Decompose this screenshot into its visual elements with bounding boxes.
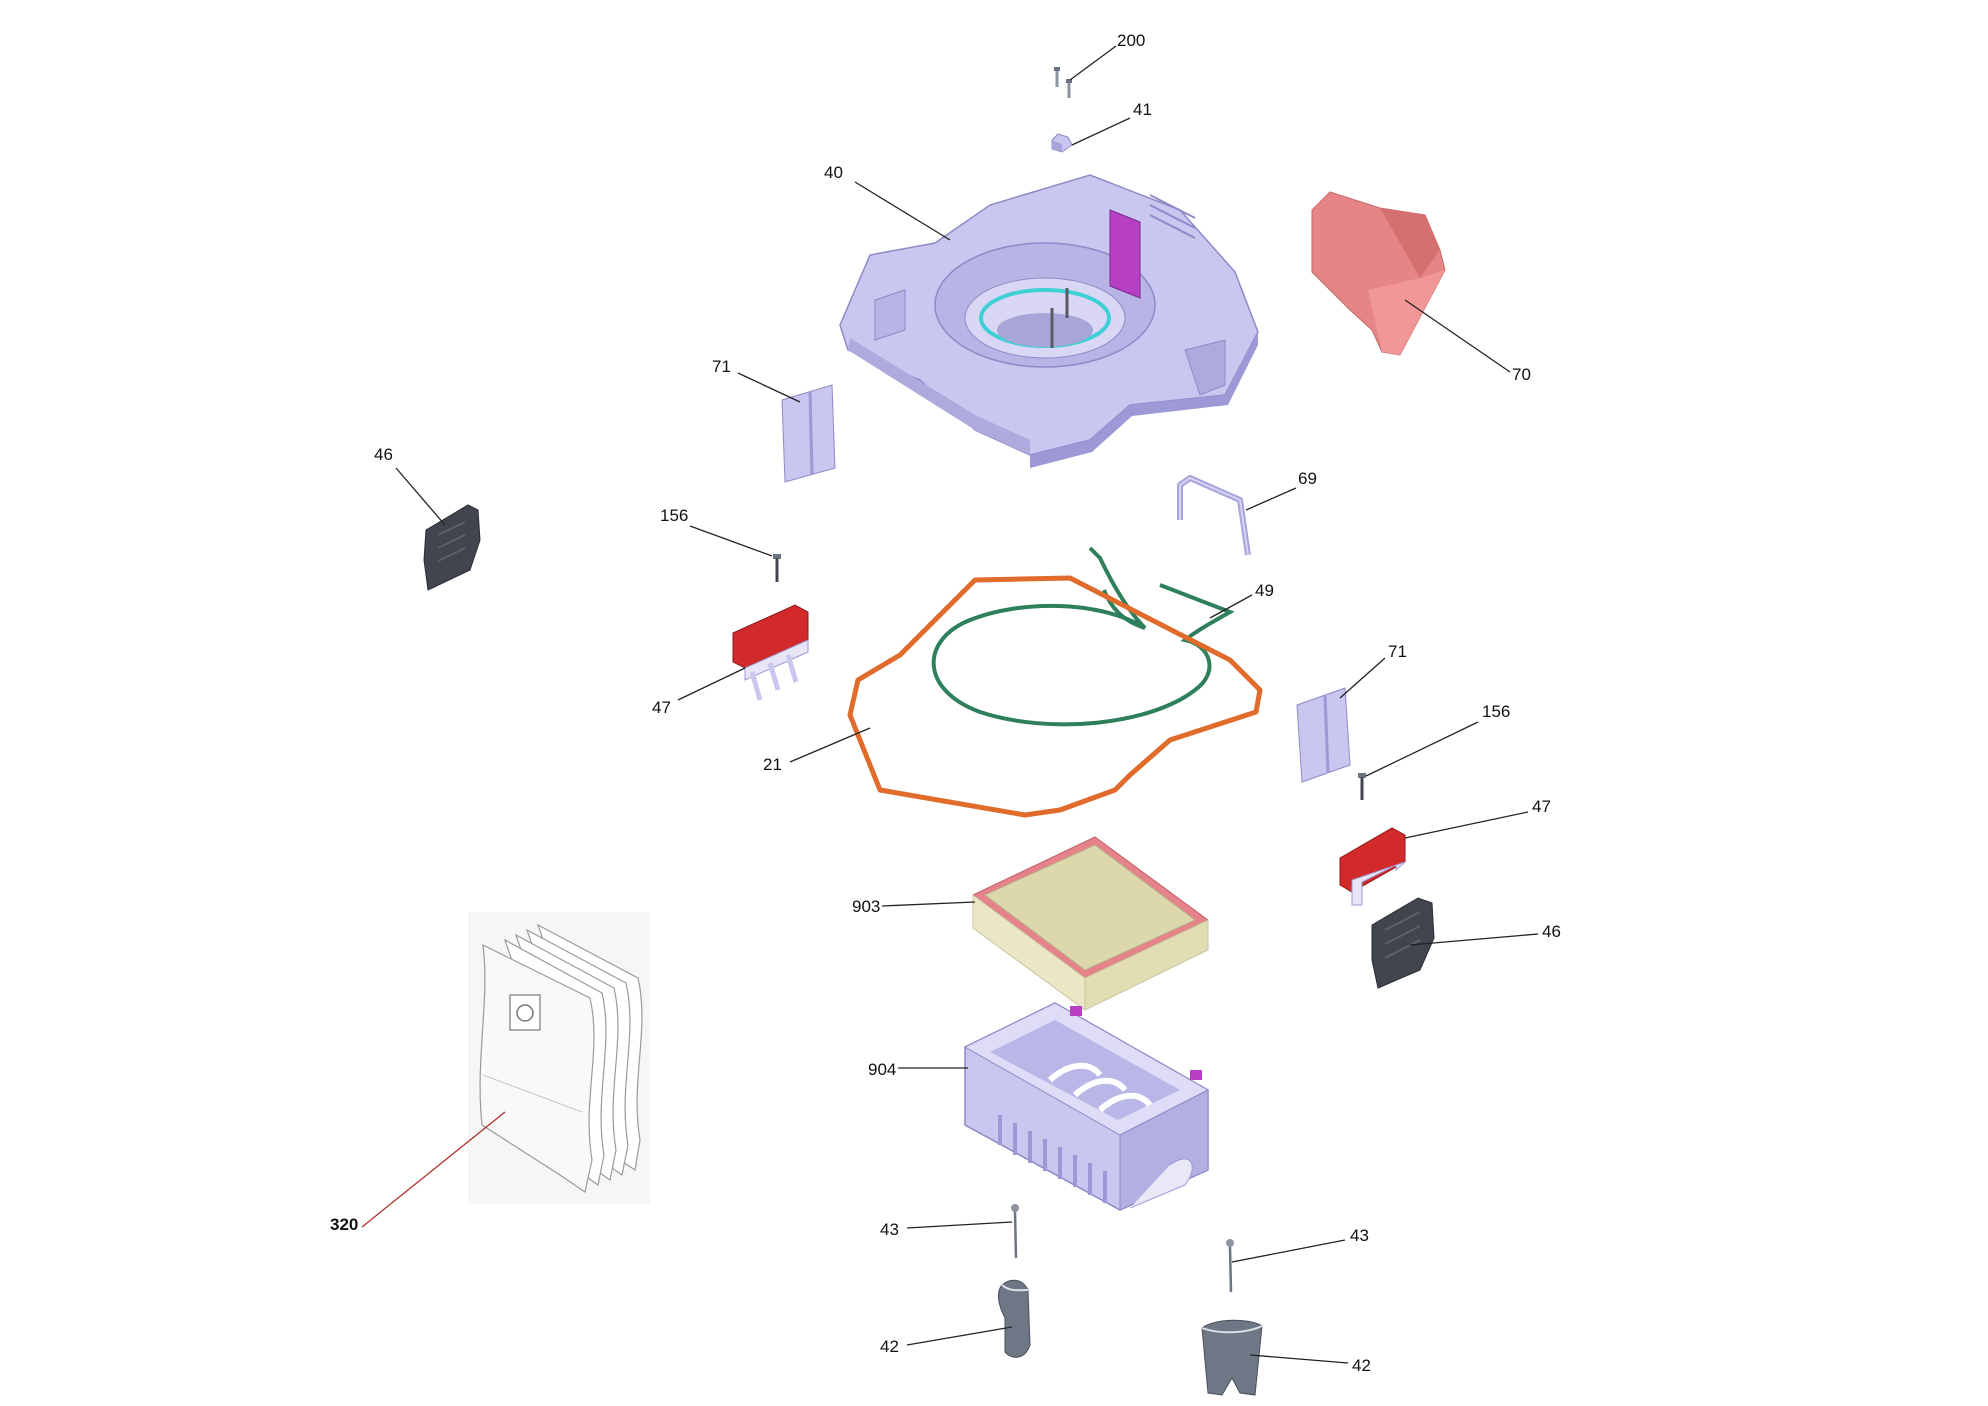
part-42-left-foot (997, 1279, 1031, 1358)
label-70: 70 (1512, 365, 1531, 384)
label-71-upper: 71 (712, 357, 731, 376)
part-156-lower-screw (1358, 773, 1366, 800)
leader-41 (1071, 117, 1131, 146)
leader-70 (1404, 299, 1511, 373)
label-47-lower: 47 (1532, 797, 1551, 816)
label-43-right: 43 (1350, 1226, 1369, 1245)
leader-43-left (906, 1221, 1013, 1229)
label-46-upper: 46 (374, 445, 393, 464)
leader-156-lower (1365, 721, 1479, 777)
leader-320 (361, 1111, 506, 1228)
leader-42-left (906, 1326, 1013, 1346)
label-49: 49 (1255, 581, 1274, 600)
label-42-left: 42 (880, 1337, 899, 1356)
part-70-foam (1311, 191, 1446, 356)
part-71-lower (1296, 687, 1351, 783)
part-46-upper (423, 504, 481, 591)
label-904: 904 (868, 1060, 896, 1079)
label-42-right: 42 (1352, 1356, 1371, 1375)
leader-43-right (1231, 1239, 1346, 1263)
part-904-basket (963, 1002, 1210, 1211)
leader-71-upper (737, 372, 801, 403)
label-69: 69 (1298, 469, 1317, 488)
part-41-clip (1051, 133, 1073, 153)
label-200: 200 (1117, 31, 1145, 50)
label-40: 40 (824, 163, 843, 182)
label-156-lower: 156 (1482, 702, 1510, 721)
label-41: 41 (1133, 100, 1152, 119)
leader-46-upper (395, 467, 446, 526)
part-200-screws (1054, 67, 1072, 98)
label-903: 903 (852, 897, 880, 916)
leader-903 (881, 901, 976, 907)
label-47-upper: 47 (652, 698, 671, 717)
leader-21 (789, 727, 871, 763)
label-71-lower: 71 (1388, 642, 1407, 661)
part-47-lower-bracket (1339, 827, 1406, 906)
leader-200 (1069, 45, 1117, 81)
part-69-bracket (1177, 475, 1251, 556)
part-47-upper-bracket (732, 604, 809, 701)
part-903-filter (972, 836, 1209, 1011)
leader-47-upper (677, 667, 746, 701)
leader-49 (1209, 594, 1253, 619)
part-21-orange-seal (847, 575, 1263, 818)
label-320: 320 (330, 1215, 358, 1234)
part-71-upper (781, 384, 836, 483)
part-320-dust-bags (468, 912, 650, 1204)
part-43-right-screw (1226, 1239, 1234, 1293)
leader-71-lower (1339, 657, 1386, 699)
part-156-upper-screw (773, 554, 781, 582)
label-43-left: 43 (880, 1220, 899, 1239)
leader-47-lower (1404, 811, 1529, 839)
label-156-upper: 156 (660, 506, 688, 525)
label-21: 21 (763, 755, 782, 774)
leader-69 (1245, 487, 1297, 511)
part-42-right-foot (1201, 1319, 1263, 1396)
part-46-lower (1371, 897, 1435, 989)
part-40-housing (839, 174, 1259, 468)
leader-42-right (1249, 1354, 1349, 1364)
leader-40 (854, 181, 951, 241)
label-46-lower: 46 (1542, 922, 1561, 941)
leader-156-upper (689, 525, 773, 557)
part-43-left-screw (1011, 1204, 1019, 1259)
leader-46-lower (1409, 933, 1539, 946)
